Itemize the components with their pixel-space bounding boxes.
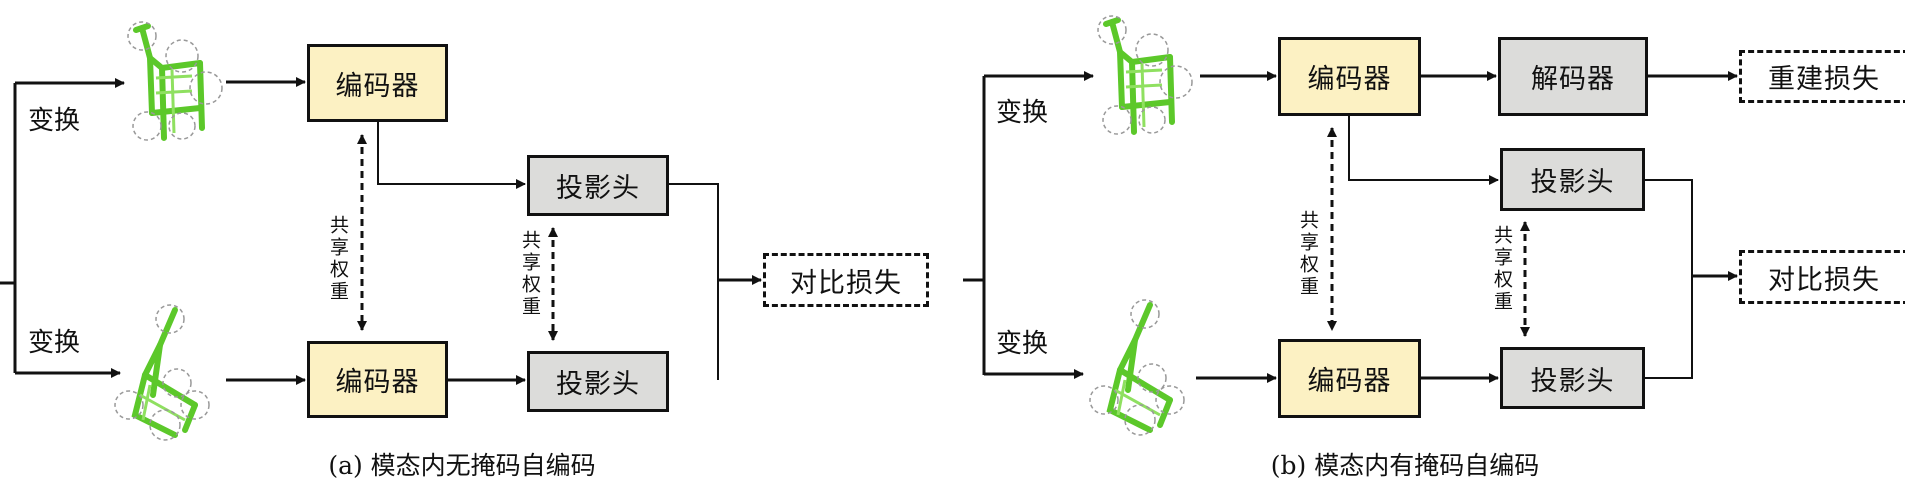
reconstruction-loss: 重建损失	[1739, 50, 1905, 103]
shared-weights-label: 共享权重	[519, 230, 541, 318]
chair-point-cloud-icon	[128, 22, 222, 140]
caption-b: (b) 模态内有掩码自编码	[1270, 451, 1540, 480]
chair-point-cloud-icon	[1090, 300, 1184, 435]
projection-head-bottom: 投影头	[527, 351, 669, 412]
transform-label-top: 变换	[996, 98, 1049, 128]
shared-weights-label: 共享权重	[1491, 225, 1513, 313]
encoder-bottom: 编码器	[1278, 339, 1421, 418]
encoder-bottom: 编码器	[307, 341, 448, 418]
contrastive-loss: 对比损失	[763, 253, 929, 307]
chair-point-cloud-icon	[1098, 16, 1192, 134]
decoder: 解码器	[1498, 37, 1648, 116]
chair-point-cloud-icon	[115, 305, 209, 440]
transform-label-top: 变换	[28, 106, 81, 136]
projection-head-bottom: 投影头	[1500, 347, 1645, 409]
transform-label-bottom: 变换	[996, 329, 1049, 359]
shared-weights-label: 共享权重	[1297, 210, 1319, 298]
encoder-top: 编码器	[1278, 37, 1421, 116]
projection-head-top: 投影头	[1500, 148, 1645, 211]
transform-label-bottom: 变换	[28, 328, 81, 358]
contrastive-loss: 对比损失	[1739, 250, 1905, 304]
encoder-top: 编码器	[307, 44, 448, 122]
projection-head-top: 投影头	[527, 155, 669, 216]
caption-a: (a) 模态内无掩码自编码	[328, 451, 596, 480]
shared-weights-label: 共享权重	[327, 215, 349, 303]
